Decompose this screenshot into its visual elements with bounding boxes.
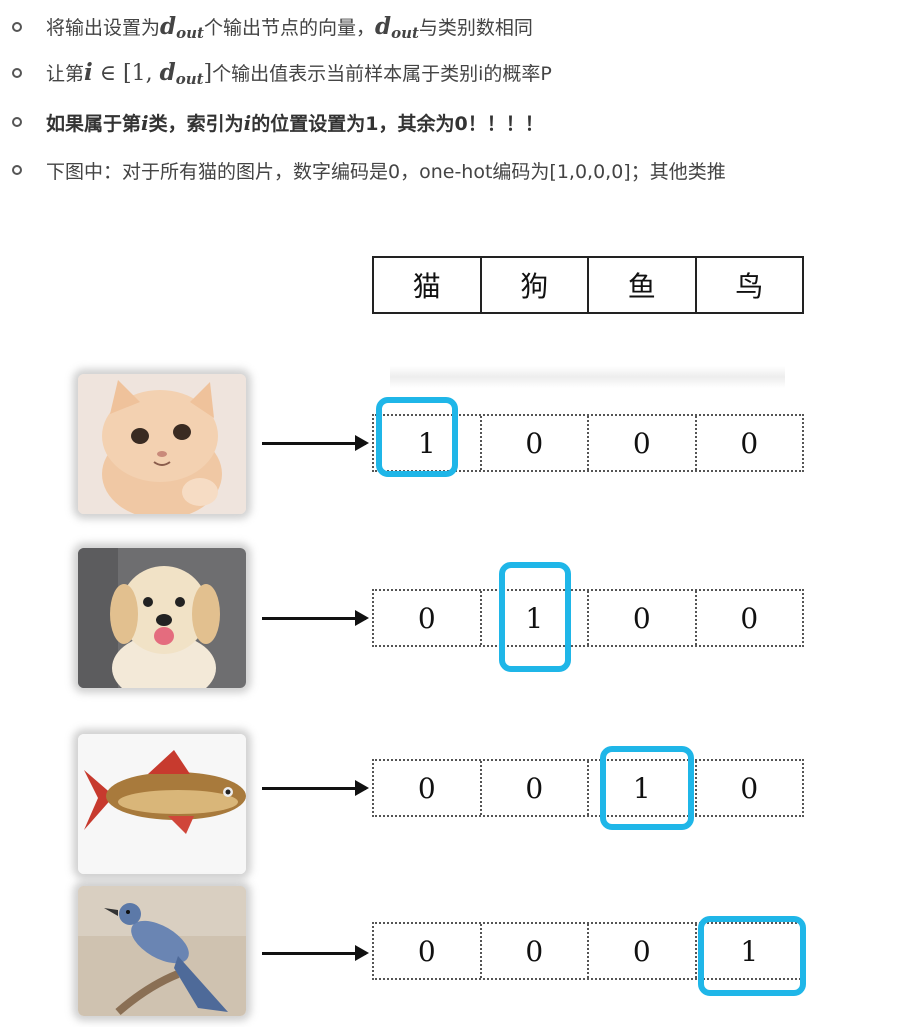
onehot-cell: 0	[417, 934, 436, 968]
cat-image	[78, 374, 246, 514]
faint-divider	[390, 366, 785, 388]
onehot-row-cat: 1 0 0 0	[372, 414, 804, 472]
bullet-2: 让第i ∈ [1, dout]个输出值表示当前样本属于类别i的概率P	[0, 56, 903, 90]
arrow-icon	[262, 435, 369, 451]
onehot-cell: 0	[694, 591, 803, 645]
onehot-row-dog: 0 1 0 0	[372, 589, 804, 647]
onehot-cell: 0	[587, 591, 695, 645]
hot-index-highlight	[698, 916, 806, 996]
onehot-row-bird: 0 0 0 1	[372, 922, 804, 980]
bullet-circle-icon	[12, 22, 22, 32]
bullet-circle-icon	[12, 165, 22, 175]
onehot-cell: 0	[587, 924, 695, 978]
onehot-cell: 1	[694, 924, 803, 978]
header-cell-cat: 猫	[412, 270, 441, 303]
bullet-3: 如果属于第i类，索引为i的位置设置为1，其余为0！！！！	[0, 105, 903, 139]
onehot-cell: 0	[587, 416, 695, 470]
cat-illustration	[78, 374, 246, 514]
bullet-3-text: 如果属于第i类，索引为i的位置设置为1，其余为0！！！！	[46, 110, 544, 135]
header-cell-bird: 鸟	[694, 258, 803, 312]
bullet-1: 将输出设置为dout个输出节点的向量，dout与类别数相同	[0, 10, 903, 44]
bullet-4-text: 下图中：对于所有猫的图片，数字编码是0，one-hot编码为[1,0,0,0]；…	[46, 160, 726, 183]
onehot-cell: 1	[587, 761, 695, 815]
arrow-icon	[262, 610, 369, 626]
onehot-cell: 1	[417, 426, 436, 460]
bullet-1-text: 将输出设置为dout个输出节点的向量，dout与类别数相同	[46, 12, 533, 42]
fish-image	[78, 734, 246, 874]
onehot-cell: 0	[479, 924, 588, 978]
category-header-table: 猫 狗 鱼 鸟	[372, 256, 804, 314]
header-cell-dog: 狗	[479, 258, 588, 312]
hot-index-highlight	[376, 397, 458, 477]
onehot-cell: 0	[417, 771, 436, 805]
onehot-cell: 0	[694, 416, 803, 470]
bird-illustration	[78, 886, 246, 1016]
bullet-4: 下图中：对于所有猫的图片，数字编码是0，one-hot编码为[1,0,0,0]；…	[0, 153, 903, 187]
bullet-circle-icon	[12, 117, 22, 127]
hot-index-highlight	[499, 562, 571, 672]
fish-illustration	[78, 734, 246, 874]
header-cell-fish: 鱼	[587, 258, 695, 312]
onehot-cell: 0	[694, 761, 803, 815]
dog-illustration	[78, 548, 246, 688]
onehot-cell: 0	[417, 601, 436, 635]
bird-image	[78, 886, 246, 1016]
bullet-circle-icon	[12, 68, 22, 78]
hot-index-highlight	[600, 746, 694, 830]
onehot-cell: 1	[479, 591, 588, 645]
arrow-icon	[262, 780, 369, 796]
onehot-cell: 0	[479, 416, 588, 470]
onehot-row-fish: 0 0 1 0	[372, 759, 804, 817]
bullet-2-text: 让第i ∈ [1, dout]个输出值表示当前样本属于类别i的概率P	[46, 58, 552, 88]
arrow-icon	[262, 945, 369, 961]
onehot-cell: 0	[479, 761, 588, 815]
dog-image	[78, 548, 246, 688]
